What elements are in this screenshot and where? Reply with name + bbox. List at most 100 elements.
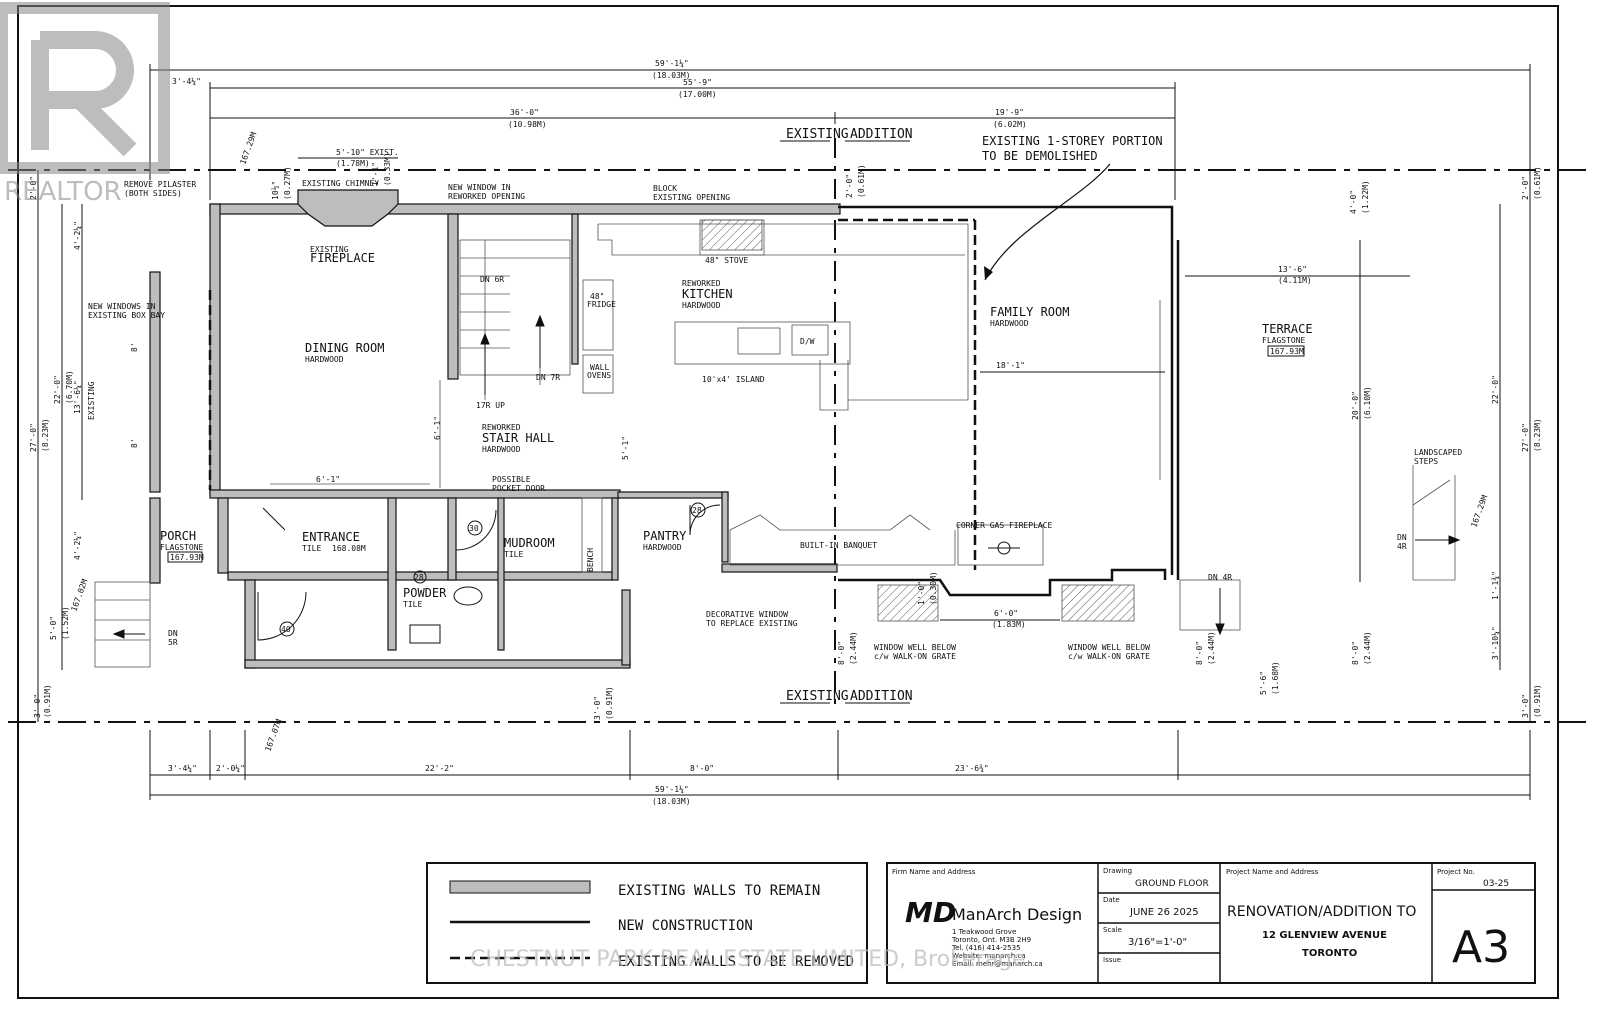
powder-floor: TILE [403,600,422,609]
dw-label: D/W [800,337,815,346]
dim-addition-width-m: (6.02M) [993,120,1027,129]
dim-mid-5: 5'-6" [1259,671,1268,695]
walls-existing [149,189,841,669]
pantry-floor: HARDWOOD [643,543,682,552]
drawing-label: Drawing [1103,867,1132,875]
existing-fireplace-label-2: FIREPLACE [310,251,375,265]
dim-chim-10-m: (0.27M) [283,166,292,200]
dim-mid-5-m: (1.68M) [1271,661,1280,695]
decorative-window-2: TO REPLACE EXISTING [706,619,798,628]
legend-swatch-existing [449,880,591,894]
pocket-label-1: POSSIBLE [492,475,531,484]
entrance-name: ENTRANCE [302,530,360,544]
dn4r-bottom-label: DN 4R [1208,573,1232,582]
dining-room-name: DINING ROOM [305,341,384,355]
pocket-label-2: POCKET DOOR [492,484,545,493]
porch-floor: FLAGSTONE [160,543,204,552]
project-line-1: RENOVATION/ADDITION TO [1227,904,1416,920]
existing-top-label: EXISTING [786,127,849,142]
up17r-label: 17R UP [476,401,505,410]
dim-right-27-m: (8.23M) [1533,418,1542,452]
dim-left-2: 2'-0" [29,176,38,200]
bench-label: BENCH [586,548,595,572]
dim-right-20: 20'-0" [1351,391,1360,420]
dim-stair-height: 6'-1" [433,416,442,440]
dim-terrace-width-m: (4.11M) [1278,276,1312,285]
firm-address-1: 1 Teakwood Grove [952,928,1016,936]
dim-left-22: 22'-0" [53,375,62,404]
dim-right-3b-m: (0.91M) [1533,684,1542,718]
date-label: Date [1103,896,1120,904]
dim-mid-3-m: (0.91M) [605,686,614,720]
dim-mid-8r: 8'-0" [1195,641,1204,665]
project-label: Project Name and Address [1226,868,1319,876]
dim-wells: 6'-0" [994,609,1018,618]
existing-bottom-label: EXISTING [786,689,849,704]
dim-existing-width-m: (10.98M) [508,120,547,129]
dim-left-3: 3'-0" [33,694,42,718]
wall-oven-label-1: WALL [590,363,609,372]
landscaped-label-2: STEPS [1414,457,1438,466]
remove-pilaster: REMOVE PILASTER [124,180,196,189]
dim-mid-1-m: (0.30M) [929,571,938,605]
stair-floor: HARDWOOD [482,445,521,454]
dim-chimney-m: (1.78M) [336,159,370,168]
dim-bottom-8: 8'-0" [690,764,714,773]
dim-right-3b: 3'-0" [1521,694,1530,718]
dim-left-5-m: (1.52M) [61,606,70,640]
demolish-leader [984,163,1111,281]
landscaped-label-1: LANDSCAPED [1414,448,1462,457]
dim-bottom-overall-m: (18.03M) [652,797,691,806]
dim-inner-top-m: (17.00M) [678,90,717,99]
dim-overall-top-m: (18.03M) [652,71,691,80]
kitchen-reworked: REWORKED [682,279,721,288]
issue-label: Issue [1103,956,1121,964]
terrace-name: TERRACE [1262,322,1313,336]
dim-bottom-2: 2'-0¼" [216,764,245,773]
dn7r-label: DN 7R [536,373,560,382]
dim-box-8a: 8' [130,342,139,352]
legend-box [426,862,868,984]
terrace-floor: FLAGSTONE [1262,336,1306,345]
decorative-window-1: DECORATIVE WINDOW [706,610,788,619]
door-30-tag: 30 [469,524,479,533]
dim-bottom-22: 22'-2" [425,764,454,773]
stair-name: STAIR HALL [482,431,554,445]
dim-right-4: 4'-0" [1349,190,1358,214]
fridge-label-1: 48" [590,292,604,301]
remove-pilaster-sides: (BOTH SIDES) [124,189,182,198]
block-label-1: BLOCK [653,184,677,193]
scale-value: 3/16"=1'-0" [1128,937,1187,948]
dim-left-27: 27'-0" [29,423,38,452]
legend-item-removed: EXISTING WALLS TO BE REMOVED [618,954,854,970]
dim-right-4-m: (1.22M) [1361,180,1370,214]
entrance-floor: TILE [302,544,321,553]
dn4r-label-2: 4R [1397,542,1407,551]
dim-bottom-23: 23'-6¾" [955,764,989,773]
wall-oven-label-2: OVENS [587,371,611,380]
dim-mid-3: 3'-0" [593,696,602,720]
realtor-logo: REALTOR [0,2,170,207]
dim-right-8-m: (2.44M) [1363,631,1372,665]
dn5r-label-1: DN [168,629,178,638]
powder-name: POWDER [403,586,447,600]
window-well-2b: c/w WALK-ON GRATE [1068,652,1150,661]
interior-details [94,219,1456,668]
sheet-number: A3 [1452,922,1510,973]
dim-right-3: 3'-10¼" [1491,626,1500,660]
top-dimensions [149,64,1531,200]
dim-inner-top: 55'-9" [683,78,712,87]
family-room-name: FAMILY ROOM [990,305,1069,319]
dim-top-2-m: (0.61M) [857,164,866,198]
door-28a-tag: 28 [692,506,702,515]
firm-address-3: Tel. (416) 414-2535 [951,944,1021,952]
dining-room-floor: HARDWOOD [305,355,344,364]
brokerage-watermark: CHESTNUT PARK REAL ESTATE LIMITED, Broke… [470,947,1026,972]
existing-fireplace-label-1: EXISTING [310,245,349,254]
dim-right-1: 1'-1¾" [1491,571,1500,600]
dim-left-27-m: (8.23M) [41,418,50,452]
kitchen-name: KITCHEN [682,287,733,301]
project-line-3: TORONTO [1302,948,1357,959]
project-line-2: 12 GLENVIEW AVENUE [1262,930,1387,941]
